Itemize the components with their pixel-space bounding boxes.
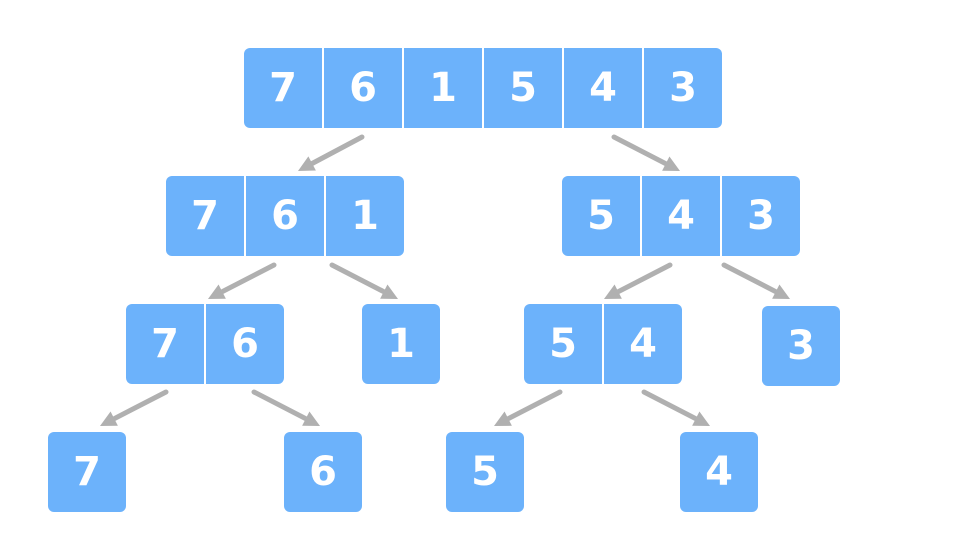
arrow-head: [772, 284, 790, 299]
array-level0-0: 7 6 1 5 4 3: [244, 48, 722, 128]
array-level2-0: 7 6: [126, 304, 284, 384]
arrow-head: [604, 284, 622, 299]
arrow-line: [641, 389, 699, 422]
array-level3-0: 7: [48, 432, 126, 512]
arrow-head: [380, 284, 398, 299]
cell: 5: [524, 304, 602, 384]
cell: 7: [244, 48, 322, 128]
arrow-head: [692, 411, 710, 426]
array-level2-2: 5 4: [524, 304, 682, 384]
array-level2-1: 1: [362, 304, 440, 384]
cell: 4: [604, 304, 682, 384]
cell: 6: [324, 48, 402, 128]
array-level3-2: 5: [446, 432, 524, 512]
cell: 6: [284, 432, 362, 512]
arrow-head: [494, 411, 512, 426]
cell: 7: [48, 432, 126, 512]
arrow-line: [611, 134, 669, 167]
cell: 5: [562, 176, 640, 256]
arrow-line: [111, 389, 169, 422]
cell: 3: [644, 48, 722, 128]
array-level1-1: 5 4 3: [562, 176, 800, 256]
cell: 4: [564, 48, 642, 128]
cell: 5: [446, 432, 524, 512]
array-level3-1: 6: [284, 432, 362, 512]
arrow-line: [251, 389, 309, 422]
cell: 5: [484, 48, 562, 128]
cell: 3: [722, 176, 800, 256]
cell: 6: [206, 304, 284, 384]
arrow-line: [309, 134, 365, 166]
array-level1-0: 7 6 1: [166, 176, 404, 256]
cell: 1: [404, 48, 482, 128]
arrow-head: [298, 156, 316, 171]
cell: 3: [762, 306, 840, 386]
cell: 4: [680, 432, 758, 512]
cell: 1: [362, 304, 440, 384]
arrow-head: [100, 411, 118, 426]
cell: 6: [246, 176, 324, 256]
cell: 7: [166, 176, 244, 256]
arrow-line: [721, 262, 779, 295]
arrow-head: [302, 411, 320, 426]
arrow-head: [208, 284, 226, 299]
arrow-line: [329, 262, 387, 295]
arrow-head: [662, 156, 680, 171]
array-level3-3: 4: [680, 432, 758, 512]
cell: 7: [126, 304, 204, 384]
array-level2-3: 3: [762, 306, 840, 386]
arrow-line: [615, 262, 673, 295]
cell: 4: [642, 176, 720, 256]
arrow-line: [505, 389, 563, 422]
cell: 1: [326, 176, 404, 256]
arrow-line: [219, 262, 277, 295]
